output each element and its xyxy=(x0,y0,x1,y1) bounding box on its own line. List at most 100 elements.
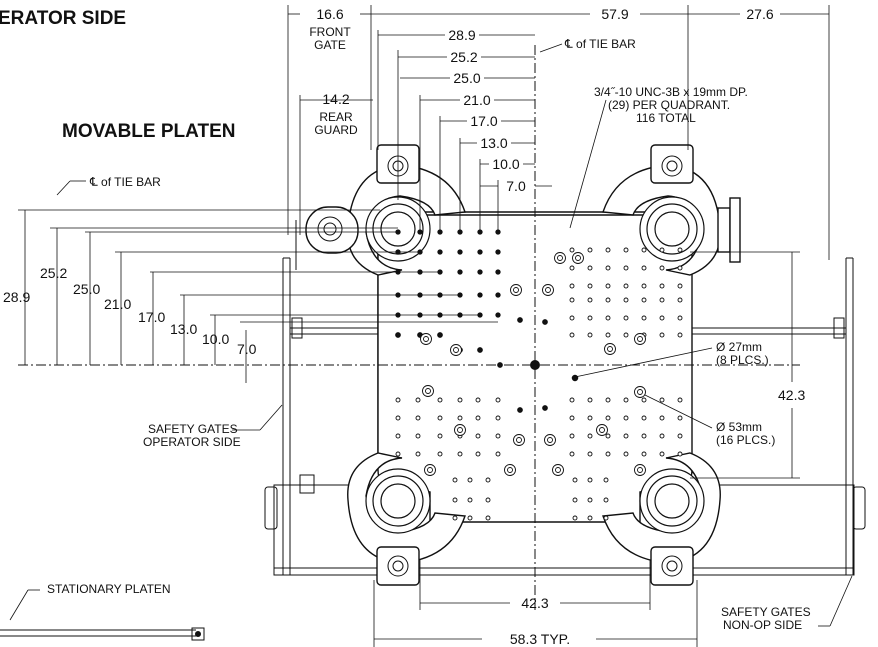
left-dim-17-0: 17.0 xyxy=(138,309,165,325)
tie-bar-left-label: ℄ of TIE BAR xyxy=(89,175,161,189)
tapped-hole xyxy=(495,229,501,235)
tapped-hole xyxy=(623,247,629,253)
tapped-hole xyxy=(467,477,473,483)
tapped-hole xyxy=(623,415,629,421)
tapped-hole xyxy=(587,451,593,457)
safety-operator-label-1: SAFETY GATES xyxy=(148,422,238,436)
tapped-hole xyxy=(677,315,683,321)
dim-right: 27.6 xyxy=(746,6,773,22)
tapped-hole xyxy=(659,451,665,457)
hole-27-label-1: Ø 27mm xyxy=(716,340,762,354)
tapped-hole xyxy=(452,515,458,521)
hole-53-label-1: Ø 53mm xyxy=(716,420,762,434)
tapped-hole xyxy=(477,229,483,235)
left-dimensions: 28.9 25.2 25.0 21.0 17.0 13.0 10.0 7.0 ℄… xyxy=(3,175,498,383)
dim-21-0: 21.0 xyxy=(463,92,490,108)
tapped-hole xyxy=(415,433,421,439)
tapped-hole xyxy=(485,497,491,503)
tapped-hole xyxy=(599,427,605,433)
tapped-hole xyxy=(495,249,501,255)
tapped-hole xyxy=(516,437,522,443)
tapped-hole xyxy=(457,397,463,403)
hole-27-label-2: (8 PLCS.) xyxy=(716,353,769,367)
tapped-hole xyxy=(415,451,421,457)
tapped-hole xyxy=(452,497,458,503)
tapped-hole xyxy=(603,497,609,503)
tapped-hole xyxy=(485,477,491,483)
left-dim-28-9: 28.9 xyxy=(3,289,30,305)
tapped-hole xyxy=(477,347,483,353)
tapped-hole xyxy=(452,477,458,483)
tapped-hole xyxy=(569,297,575,303)
left-dim-25-2: 25.2 xyxy=(40,265,67,281)
tapped-hole xyxy=(437,451,443,457)
left-dim-25-0: 25.0 xyxy=(73,281,100,297)
tapped-hole xyxy=(395,451,401,457)
right-dimension: 42.3 xyxy=(690,251,805,479)
tapped-hole xyxy=(517,407,523,413)
dim-rear-guard: 14.2 xyxy=(322,91,349,107)
front-gate-label-2: GATE xyxy=(314,38,346,52)
tapped-hole xyxy=(677,433,683,439)
tapped-hole xyxy=(477,249,483,255)
tapped-hole xyxy=(659,433,665,439)
tapped-hole xyxy=(641,451,647,457)
tapped-hole xyxy=(395,415,401,421)
tapped-hole xyxy=(605,451,611,457)
tapped-hole xyxy=(677,332,683,338)
dim-25-2: 25.2 xyxy=(450,49,477,65)
right-dim-42-3: 42.3 xyxy=(778,387,805,403)
tapped-hole xyxy=(623,397,629,403)
tapped-hole xyxy=(569,332,575,338)
tapped-hole xyxy=(637,467,643,473)
tapped-hole xyxy=(587,315,593,321)
tapped-hole xyxy=(437,433,443,439)
tapped-hole xyxy=(605,283,611,289)
operator-side-title: ERATOR SIDE xyxy=(0,8,126,29)
safety-operator-label-2: OPERATOR SIDE xyxy=(143,435,241,449)
tapped-hole xyxy=(517,317,523,323)
tapped-hole xyxy=(475,397,481,403)
tapped-hole xyxy=(569,415,575,421)
tapped-hole xyxy=(659,415,665,421)
tapped-hole xyxy=(495,433,501,439)
tapped-hole-pattern xyxy=(395,229,683,521)
tapped-hole xyxy=(457,415,463,421)
tapped-hole xyxy=(603,515,609,521)
bottom-dim-58-3: 58.3 TYP. xyxy=(510,631,570,647)
tapped-hole xyxy=(605,397,611,403)
dim-28-9: 28.9 xyxy=(448,27,475,43)
tapped-hole xyxy=(555,467,561,473)
tapped-hole xyxy=(457,427,463,433)
dim-13-0: 13.0 xyxy=(480,135,507,151)
tapped-hole xyxy=(623,451,629,457)
bottom-dim-42-3: 42.3 xyxy=(521,595,548,611)
tapped-hole xyxy=(547,437,553,443)
tapped-hole xyxy=(437,249,443,255)
left-dim-13-0: 13.0 xyxy=(170,321,197,337)
tapped-hole xyxy=(623,315,629,321)
tapped-hole xyxy=(659,247,665,253)
tapped-hole xyxy=(457,229,463,235)
tapped-hole xyxy=(569,315,575,321)
tapped-hole xyxy=(475,433,481,439)
tapped-hole xyxy=(641,265,647,271)
dim-7-0: 7.0 xyxy=(506,178,526,194)
tapped-hole xyxy=(587,297,593,303)
tapped-hole xyxy=(572,515,578,521)
tapped-hole xyxy=(477,292,483,298)
tie-bar-top-label: ℄ of TIE BAR xyxy=(564,37,636,51)
tapped-hole xyxy=(623,433,629,439)
tie-bars xyxy=(365,196,705,534)
tapped-hole xyxy=(495,451,501,457)
movable-platen-title: MOVABLE PLATEN xyxy=(62,121,235,142)
tapped-hole xyxy=(485,515,491,521)
tapped-hole xyxy=(427,467,433,473)
tapped-hole xyxy=(475,451,481,457)
callouts: 3/4˝-10 UNC-3B x 19mm DP. (29) PER QUADR… xyxy=(9,85,853,632)
tapped-hole xyxy=(623,283,629,289)
tapped-hole xyxy=(605,415,611,421)
tapped-hole xyxy=(545,287,551,293)
tapped-hole xyxy=(587,415,593,421)
